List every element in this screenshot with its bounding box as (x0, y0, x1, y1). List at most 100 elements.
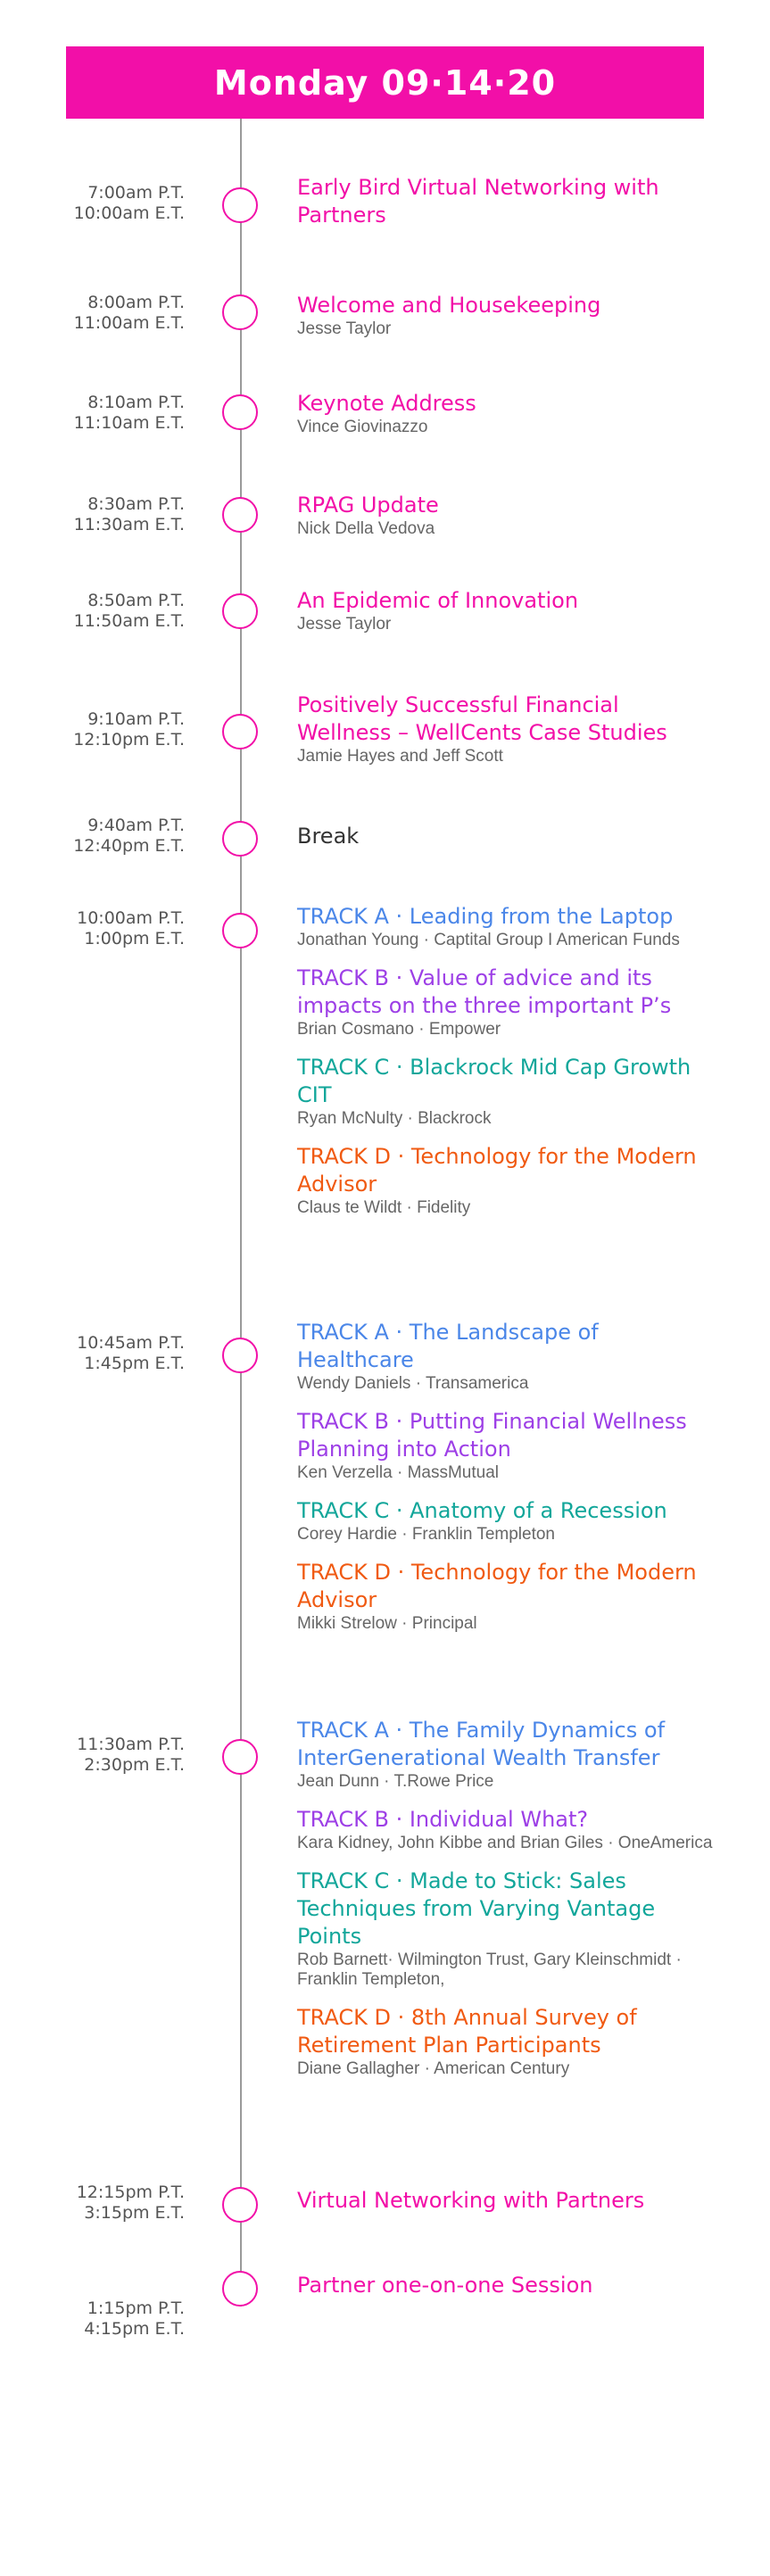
session-title: Virtual Networking with Partners (297, 2188, 645, 2213)
session-speaker: Nick Della Vedova (297, 519, 435, 538)
session-title: Welcome and Housekeeping (297, 293, 601, 318)
time-eastern: 1:00pm E.T. (84, 929, 185, 948)
agenda-event: 8:00am P.T.11:00am E.T. Welcome and House… (0, 0, 770, 338)
timeline-marker (222, 394, 258, 430)
agenda-event: 10:00am P.T.1:00pm E.T. TRACK A · Leading… (0, 0, 770, 1217)
time-pacific: 10:45am P.T. (77, 1333, 185, 1353)
time-pacific: 8:10am P.T. (87, 393, 185, 412)
session-title: TRACK B · Value of advice and its impact… (297, 965, 672, 1018)
time-pacific: 8:00am P.T. (87, 293, 185, 312)
timeline-marker (222, 821, 258, 857)
agenda-event: 8:50am P.T.11:50am E.T. An Epidemic of In… (0, 0, 770, 634)
time-eastern: 10:00am E.T. (73, 203, 185, 223)
session-speaker: Diane Gallagher · American Century (297, 2059, 570, 2078)
time-pacific: 12:15pm P.T. (76, 2183, 185, 2202)
event-time: 8:10am P.T.11:10am E.T. (6, 393, 185, 434)
session-title: TRACK B · Individual What? (297, 1807, 589, 1832)
session-title: Keynote Address (297, 391, 476, 416)
session-track-b-putting-financial-wellness-plann: TRACK B · Putting Financial Wellness Pla… (297, 1408, 716, 1483)
session-title: TRACK C · Anatomy of a Recession (297, 1498, 667, 1523)
session-virtual-networking-with-partners: Virtual Networking with Partners (297, 2187, 716, 2215)
timeline-marker (222, 714, 258, 750)
time-pacific: 8:30am P.T. (87, 494, 185, 514)
agenda-event: 12:15pm P.T.3:15pm E.T. Virtual Networkin… (0, 0, 770, 2223)
session-title: TRACK B · Putting Financial Wellness Pla… (297, 1409, 687, 1462)
time-pacific: 10:00am P.T. (77, 908, 185, 928)
session-title: Positively Successful Financial Wellness… (297, 692, 667, 745)
session-title: TRACK D · Technology for the Modern Advi… (297, 1560, 697, 1612)
session-partner-one-on-one-session: Partner one-on-one Session (297, 2272, 716, 2299)
day-title: Monday 09·14·20 (213, 62, 557, 103)
time-eastern: 11:00am E.T. (73, 313, 185, 333)
session-title: TRACK A · The Landscape of Healthcare (297, 1320, 599, 1372)
session-speaker: Mikki Strelow · Principal (297, 1614, 477, 1633)
session-title: TRACK D · Technology for the Modern Advi… (297, 1144, 697, 1197)
time-eastern: 3:15pm E.T. (84, 2203, 185, 2223)
session-early-bird-virtual-networking-with-partn: Early Bird Virtual Networking with Partn… (297, 174, 716, 229)
timeline-marker (222, 497, 258, 533)
session-title: An Epidemic of Innovation (297, 588, 579, 613)
timeline-line (240, 119, 242, 2307)
agenda-event: 11:30am P.T.2:30pm E.T. TRACK A · The Fam… (0, 0, 770, 2078)
session-speaker: Jesse Taylor (297, 319, 392, 338)
session-speaker: Brian Cosmano · Empower (297, 1020, 501, 1039)
event-time: 12:15pm P.T.3:15pm E.T. (6, 2183, 185, 2224)
timeline-marker (222, 593, 258, 629)
timeline-marker (222, 294, 258, 330)
session-speaker: Rob Barnett· Wilmington Trust, Gary Klei… (297, 1951, 682, 1989)
event-time: 10:00am P.T.1:00pm E.T. (6, 908, 185, 949)
day-header: Monday 09·14·20 (66, 46, 704, 119)
session-speaker: Jesse Taylor (297, 615, 392, 634)
session-speaker: Vince Giovinazzo (297, 418, 428, 436)
session-speaker: Kara Kidney, John Kibbe and Brian Giles … (297, 1834, 713, 1852)
session-title: RPAG Update (297, 493, 439, 518)
time-pacific: 8:50am P.T. (87, 591, 185, 610)
time-pacific: 1:15pm P.T. (87, 2299, 185, 2318)
session-speaker: Jonathan Young · Captital Group I Americ… (297, 931, 680, 949)
session-speaker: Wendy Daniels · Transamerica (297, 1374, 529, 1393)
event-sessions: Positively Successful Financial Wellness… (297, 692, 716, 766)
timeline-marker (222, 2271, 258, 2307)
event-sessions: Early Bird Virtual Networking with Partn… (297, 174, 716, 229)
event-time: 8:00am P.T.11:00am E.T. (6, 293, 185, 334)
event-sessions: Partner one-on-one Session (297, 2272, 716, 2299)
session-speaker: Ken Verzella · MassMutual (297, 1463, 499, 1482)
session-track-d-technology-for-the-modern-adviso: TRACK D · Technology for the Modern Advi… (297, 1559, 716, 1634)
time-eastern: 2:30pm E.T. (84, 1755, 185, 1775)
event-time: 9:10am P.T.12:10pm E.T. (6, 709, 185, 750)
event-time: 8:30am P.T.11:30am E.T. (6, 494, 185, 535)
time-pacific: 9:10am P.T. (87, 709, 185, 729)
time-pacific: 11:30am P.T. (77, 1735, 185, 1754)
session-title: Break (297, 824, 360, 849)
event-time: 8:50am P.T.11:50am E.T. (6, 591, 185, 632)
session-track-c-made-to-stick-sales-techniques-f: TRACK C · Made to Stick: Sales Technique… (297, 1868, 716, 1990)
timeline-marker (222, 1338, 258, 1373)
session-track-d-technology-for-the-modern-adviso: TRACK D · Technology for the Modern Advi… (297, 1143, 716, 1218)
session-track-b-value-of-advice-and-its-impacts-: TRACK B · Value of advice and its impact… (297, 965, 716, 1040)
session-speaker: Corey Hardie · Franklin Templeton (297, 1525, 555, 1544)
session-positively-successful-financial-wellness: Positively Successful Financial Wellness… (297, 692, 716, 766)
session-track-b-individual-what: TRACK B · Individual What? Kara Kidney, J… (297, 1806, 716, 1853)
event-sessions: Break (297, 823, 716, 850)
session-break: Break (297, 823, 716, 850)
event-sessions: TRACK A · The Family Dynamics of InterGe… (297, 1717, 716, 2079)
time-eastern: 1:45pm E.T. (84, 1354, 185, 1373)
time-pacific: 7:00am P.T. (87, 183, 185, 203)
session-track-d-8th-annual-survey-of-retirement-: TRACK D · 8th Annual Survey of Retiremen… (297, 2004, 716, 2079)
time-eastern: 12:40pm E.T. (73, 836, 185, 856)
time-pacific: 9:40am P.T. (87, 816, 185, 835)
event-time: 11:30am P.T.2:30pm E.T. (6, 1735, 185, 1776)
session-speaker: Jamie Hayes and Jeff Scott (297, 747, 503, 766)
